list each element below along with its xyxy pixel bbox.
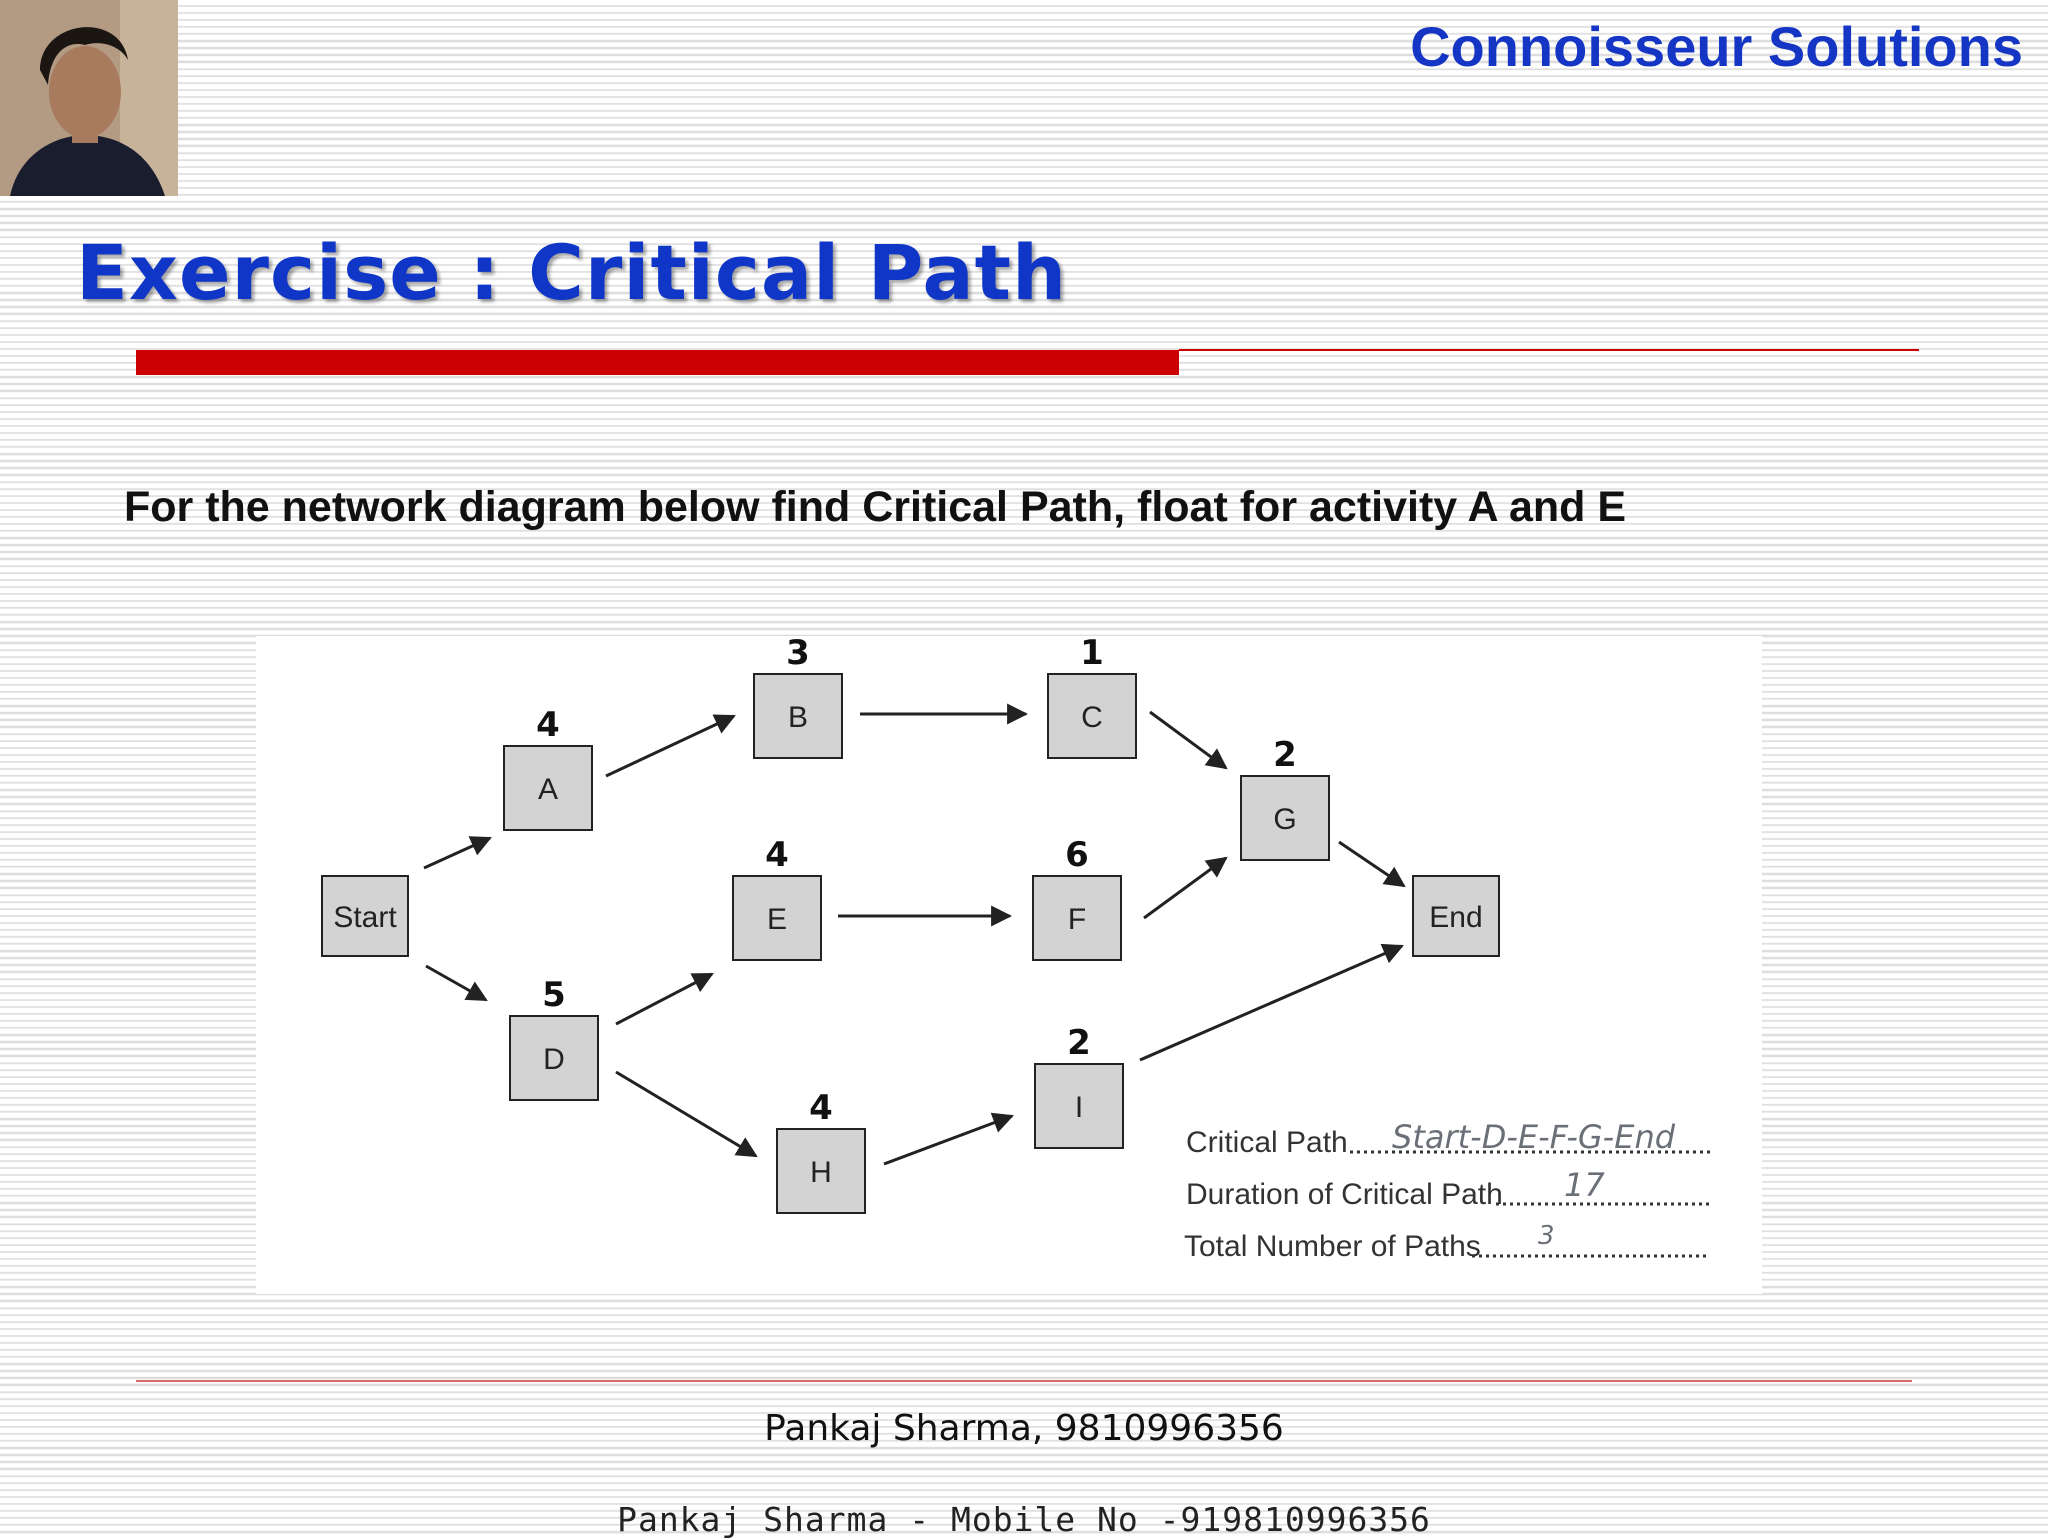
node-a: A4	[503, 705, 593, 831]
node-g-label: G	[1273, 803, 1296, 836]
node-g: G2	[1240, 735, 1330, 861]
node-c-duration: 1	[1080, 636, 1104, 673]
node-start-box	[321, 875, 409, 957]
answer-panel: Critical Path Start-D-E-F-G-End Duration…	[1184, 1118, 1714, 1263]
node-d-box	[509, 1015, 599, 1101]
title-underline-rule	[1179, 349, 1919, 351]
node-end: End	[1412, 875, 1500, 957]
node-a-box	[503, 745, 593, 831]
edge-g-end	[1338, 840, 1406, 888]
node-f-label: F	[1068, 903, 1086, 936]
node-e-label: E	[767, 903, 787, 936]
node-g-duration: 2	[1273, 735, 1297, 775]
node-i: I2	[1034, 1023, 1124, 1149]
node-d-label: D	[543, 1043, 565, 1076]
edge-f-g	[1143, 856, 1228, 920]
footer-divider	[136, 1380, 1912, 1382]
node-b: B3	[753, 636, 843, 759]
answer-total-paths: 3	[1538, 1221, 1555, 1251]
edge-d-h	[615, 1070, 758, 1158]
edge-a-b	[605, 714, 736, 778]
answer-label-total-paths: Total Number of Paths	[1184, 1230, 1481, 1263]
node-i-duration: 2	[1067, 1023, 1091, 1063]
title-underline-bar	[136, 350, 1179, 375]
node-e-duration: 4	[765, 835, 789, 875]
diagram-edges	[423, 703, 1406, 1166]
answer-label-critical-path: Critical Path	[1186, 1126, 1348, 1159]
answer-duration: 17	[1564, 1166, 1605, 1204]
node-f: F6	[1032, 835, 1122, 961]
edge-i-end	[1139, 943, 1404, 1062]
node-start-label: Start	[333, 901, 397, 934]
node-h-duration: 4	[809, 1088, 833, 1128]
answer-critical-path: Start-D-E-F-G-End	[1392, 1118, 1676, 1156]
answer-label-duration: Duration of Critical Path	[1186, 1178, 1503, 1211]
node-c-label: C	[1081, 701, 1103, 734]
slide-title: Exercise : Critical Path	[76, 228, 1068, 317]
node-b-duration: 3	[786, 636, 810, 673]
edge-h-i	[883, 1112, 1014, 1166]
node-d: D5	[509, 975, 599, 1101]
node-d-duration: 5	[542, 975, 566, 1015]
presenter-photo	[0, 0, 178, 196]
node-e-box	[732, 875, 822, 961]
node-a-label: A	[538, 773, 558, 806]
node-h-label: H	[810, 1156, 832, 1189]
node-start: Start	[321, 875, 409, 957]
node-e: E4	[732, 835, 822, 961]
node-f-box	[1032, 875, 1122, 961]
node-i-label: I	[1075, 1091, 1083, 1124]
node-end-label: End	[1429, 901, 1482, 934]
node-c: C1	[1047, 636, 1137, 759]
edge-start-d	[425, 964, 488, 1002]
edge-d-e	[615, 972, 714, 1026]
footer-mobile: Pankaj Sharma - Mobile No -919810996356	[617, 1500, 1431, 1539]
node-b-box	[753, 673, 843, 759]
footer-presenter: Pankaj Sharma, 9810996356	[764, 1408, 1284, 1449]
node-f-duration: 6	[1065, 835, 1089, 875]
node-end-box	[1412, 875, 1500, 957]
edge-start-a	[423, 836, 492, 870]
node-a-duration: 4	[536, 705, 560, 745]
node-h: H4	[776, 1088, 866, 1214]
node-i-box	[1034, 1063, 1124, 1149]
exercise-instruction: For the network diagram below find Criti…	[124, 483, 1627, 531]
node-h-box	[776, 1128, 866, 1214]
brand-name: Connoisseur Solutions	[1410, 15, 2023, 78]
node-b-label: B	[788, 701, 808, 734]
edge-c-g	[1149, 710, 1228, 770]
node-c-box	[1047, 673, 1137, 759]
node-g-box	[1240, 775, 1330, 861]
